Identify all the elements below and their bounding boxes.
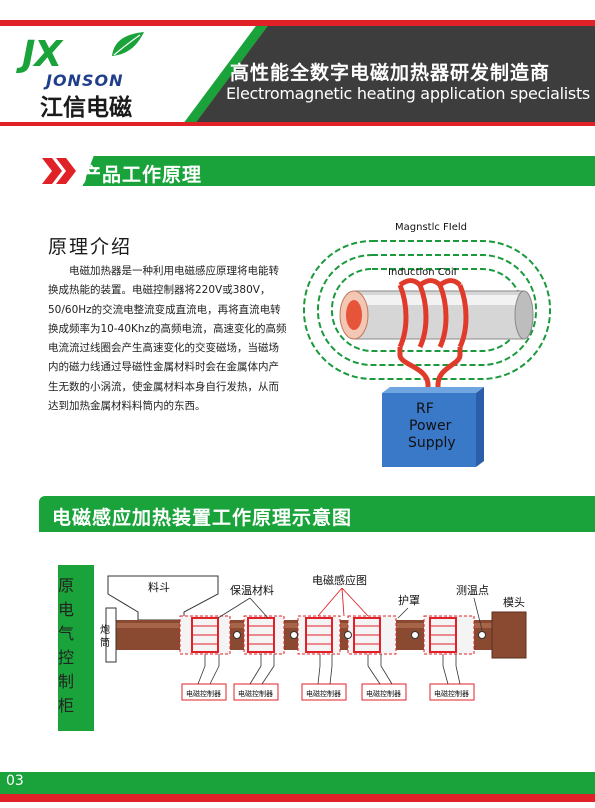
header-tagline-en: Electromagnetic heating application spec… (226, 84, 590, 103)
heating-zone (179, 615, 231, 655)
die-label: 模头 (503, 596, 525, 609)
section2-title-bar (39, 496, 595, 532)
intro-heading: 原理介绍 (48, 236, 133, 258)
section2-title: 电磁感应加热装置工作原理示意图 (52, 507, 353, 529)
svg-text:电磁控制器: 电磁控制器 (306, 689, 341, 698)
heating-device-diagram: 料斗 炮 筒 模头 (100, 573, 527, 701)
electromagnetic-controller: 电磁控制器 (301, 683, 347, 701)
heating-zone (347, 615, 397, 655)
svg-text:电磁控制器: 电磁控制器 (238, 689, 273, 698)
intro-paragraph: 电磁加热器是一种利用电磁感应原理将电能转换成热能的装置。电磁控制器将220V或3… (48, 265, 287, 413)
die-head (491, 611, 527, 659)
control-cabinet-label: 原 电 气 控 制 柜 (58, 572, 94, 716)
cabinet-char: 气 (58, 624, 75, 643)
svg-text:电磁控制器: 电磁控制器 (366, 689, 401, 698)
temperature-points (233, 631, 486, 639)
electromagnetic-controller: 电磁控制器 (361, 683, 407, 701)
logo-letters: JX (22, 34, 62, 75)
page-number: 03 (6, 773, 24, 789)
header-tagline-cn: 高性能全数字电磁加热器研发制造商 (230, 62, 551, 84)
rf-label-line1: RF (416, 401, 434, 417)
cabinet-char: 柜 (58, 696, 75, 715)
induction-principle-diagram: Magnstlc FIeld Induction CoiI RF Power S… (303, 222, 551, 467)
magnetic-field-label: Magnstlc FIeld (395, 222, 467, 233)
barrel-label-2: 筒 (100, 636, 110, 649)
rf-label-line3: Supply (408, 435, 456, 451)
electromagnetic-controller: 电磁控制器 (181, 683, 227, 701)
footer-green-bar (0, 772, 595, 794)
cover-label: 护罩 (398, 593, 420, 607)
rf-power-supply: RF Power Supply (382, 387, 484, 467)
logo-name-cn: 江信电磁 (40, 95, 132, 121)
heating-zones (179, 615, 475, 655)
heating-zone (243, 615, 285, 655)
header-dark-panel (196, 26, 595, 122)
heating-zone (297, 615, 341, 655)
cabinet-char: 控 (58, 648, 75, 667)
cabinet-char: 制 (58, 672, 75, 691)
footer-red-bar (0, 794, 595, 802)
barrel-label-1: 炮 (100, 623, 110, 636)
section1-title: 产品工作原理 (82, 164, 203, 186)
controller-wiring (204, 654, 457, 666)
metal-rod (339, 290, 534, 340)
electromagnetic-controller: 电磁控制器 (233, 683, 279, 701)
induction-coil (397, 278, 469, 395)
section1-title-bar (82, 156, 595, 186)
barrel-flange (105, 607, 117, 663)
induction-coil-label: Induction CoiI (388, 267, 457, 278)
chevron-right-icon (42, 158, 76, 184)
logo-name-en: JONSON (46, 71, 124, 90)
heating-zone (423, 615, 475, 655)
cabinet-char: 原 (58, 576, 75, 595)
hopper-label: 料斗 (148, 580, 170, 594)
coil-label: 电磁感应图 (312, 573, 367, 587)
svg-text:电磁控制器: 电磁控制器 (434, 689, 469, 698)
rf-label-line2: Power (409, 418, 452, 434)
leaf-icon (112, 32, 144, 56)
electromagnetic-controller: 电磁控制器 (429, 683, 475, 701)
control-cabinet (58, 565, 94, 731)
temp-point-label: 测温点 (456, 584, 489, 597)
insulation-label: 保温材料 (230, 583, 274, 597)
svg-text:电磁控制器: 电磁控制器 (186, 689, 221, 698)
controllers: 电磁控制器 电磁控制器 电磁控制器 电磁控制器 电磁控制器 (181, 683, 475, 701)
cabinet-char: 电 (58, 600, 75, 619)
